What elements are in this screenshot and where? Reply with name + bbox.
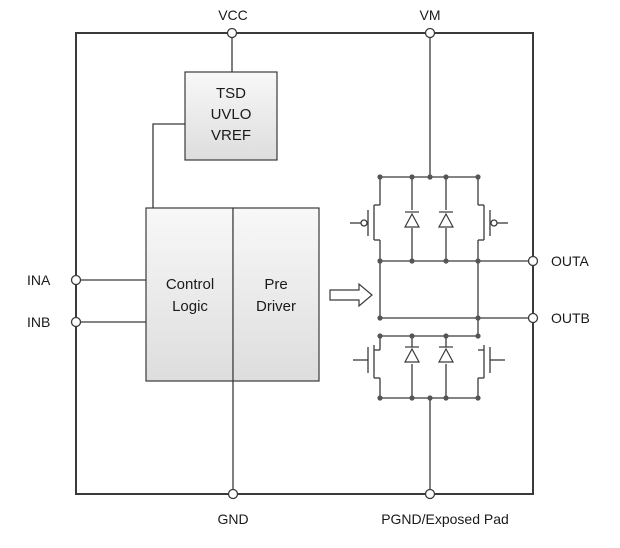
ina-label: INA [27, 272, 51, 288]
tsd-label: TSD [216, 85, 246, 102]
ina-pin [70, 274, 82, 286]
outa-pin [527, 255, 539, 267]
inb-pin [70, 316, 82, 328]
vcc-label: VCC [218, 7, 248, 23]
drive-arrow [329, 282, 373, 308]
pgnd-label: PGND/Exposed Pad [381, 511, 509, 527]
inb-label: INB [27, 314, 50, 330]
outb-pin [527, 312, 539, 324]
vref-label: VREF [211, 127, 251, 144]
outb-label: OUTB [551, 310, 590, 326]
protection-to-logic-wire [152, 123, 185, 208]
low-side-fet-left [353, 345, 380, 379]
h-bridge [379, 37, 534, 490]
pre-driver-block [232, 207, 320, 382]
uvlo-label: UVLO [211, 106, 252, 123]
pgnd-pin [424, 488, 436, 500]
pre-label: Pre [264, 276, 287, 293]
gnd-pin [227, 488, 239, 500]
control-label: Control [166, 276, 214, 293]
vcc-pin [226, 27, 238, 39]
logic-label: Logic [172, 298, 208, 315]
high-side-fet-left [350, 204, 380, 241]
driver-label: Driver [256, 298, 296, 315]
junction-dots [377, 174, 481, 401]
gnd-label: GND [217, 511, 248, 527]
flyback-diodes [403, 211, 455, 363]
low-side-fet-right [478, 345, 505, 379]
control-logic-block [145, 207, 234, 382]
outa-label: OUTA [551, 253, 590, 269]
vm-label: VM [420, 7, 441, 23]
high-side-fet-right [478, 204, 508, 241]
protection-block [184, 71, 278, 161]
vm-pin [424, 27, 436, 39]
